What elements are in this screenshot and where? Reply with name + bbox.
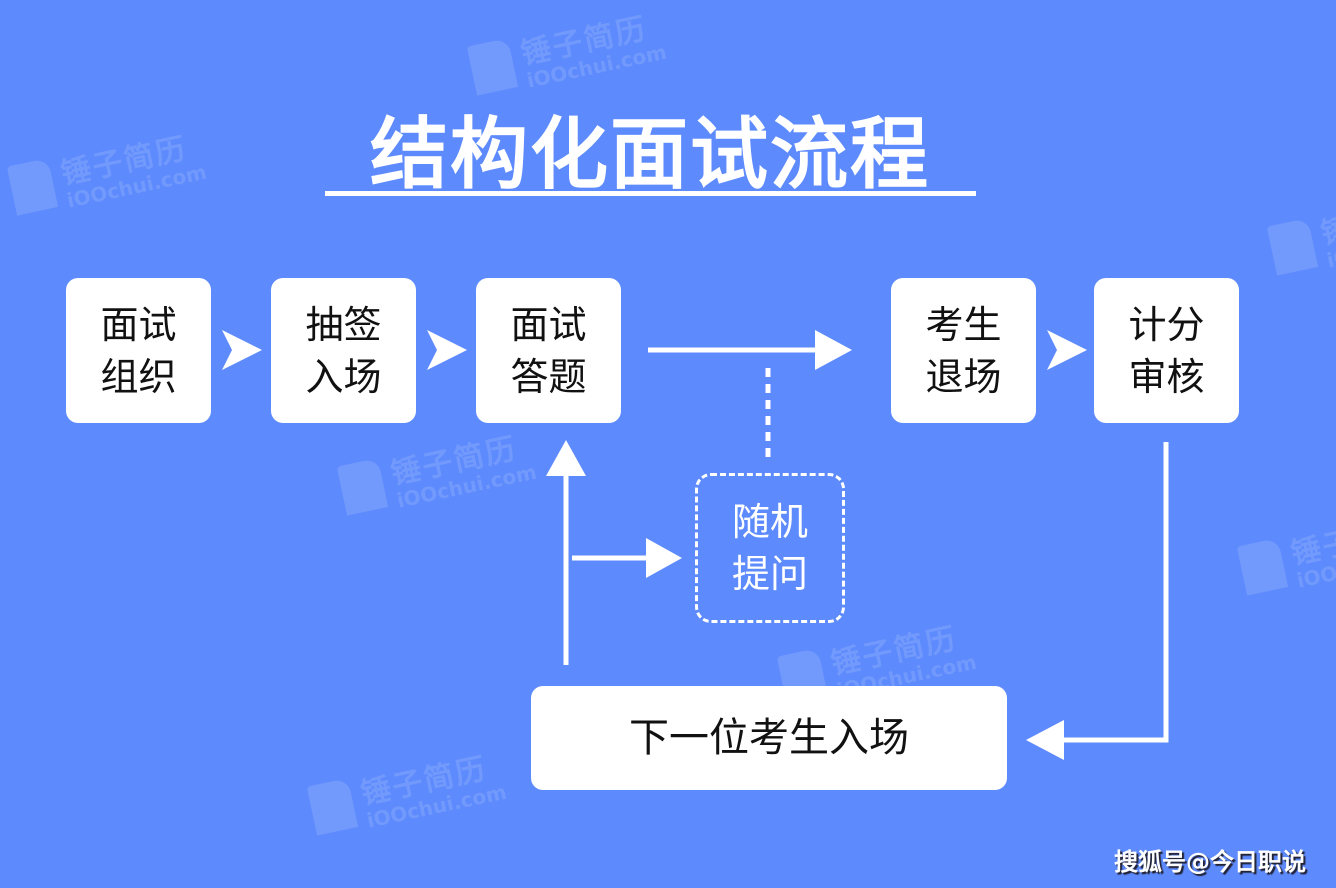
step-answer-questions: 面试答题 — [476, 278, 621, 423]
step-draw-lots: 抽签入场 — [271, 278, 416, 423]
next-candidate-box: 下一位考生入场 — [531, 686, 1007, 790]
step-scoring-review: 计分审核 — [1094, 278, 1239, 423]
chevron-arrow-icon — [427, 330, 467, 370]
step-interview-organization: 面试组织 — [66, 278, 211, 423]
source-credit: 搜狐号@今日职说 — [1114, 848, 1306, 876]
random-question-box: 随机提问 — [695, 473, 845, 623]
title-underline — [325, 191, 976, 196]
chevron-arrow-icon — [222, 330, 262, 370]
arrow-to-next-candidate — [1060, 442, 1169, 743]
chevron-arrow-icon — [1047, 330, 1087, 370]
page-title: 结构化面试流程 — [369, 110, 930, 200]
step-candidate-exit: 考生退场 — [891, 278, 1036, 423]
